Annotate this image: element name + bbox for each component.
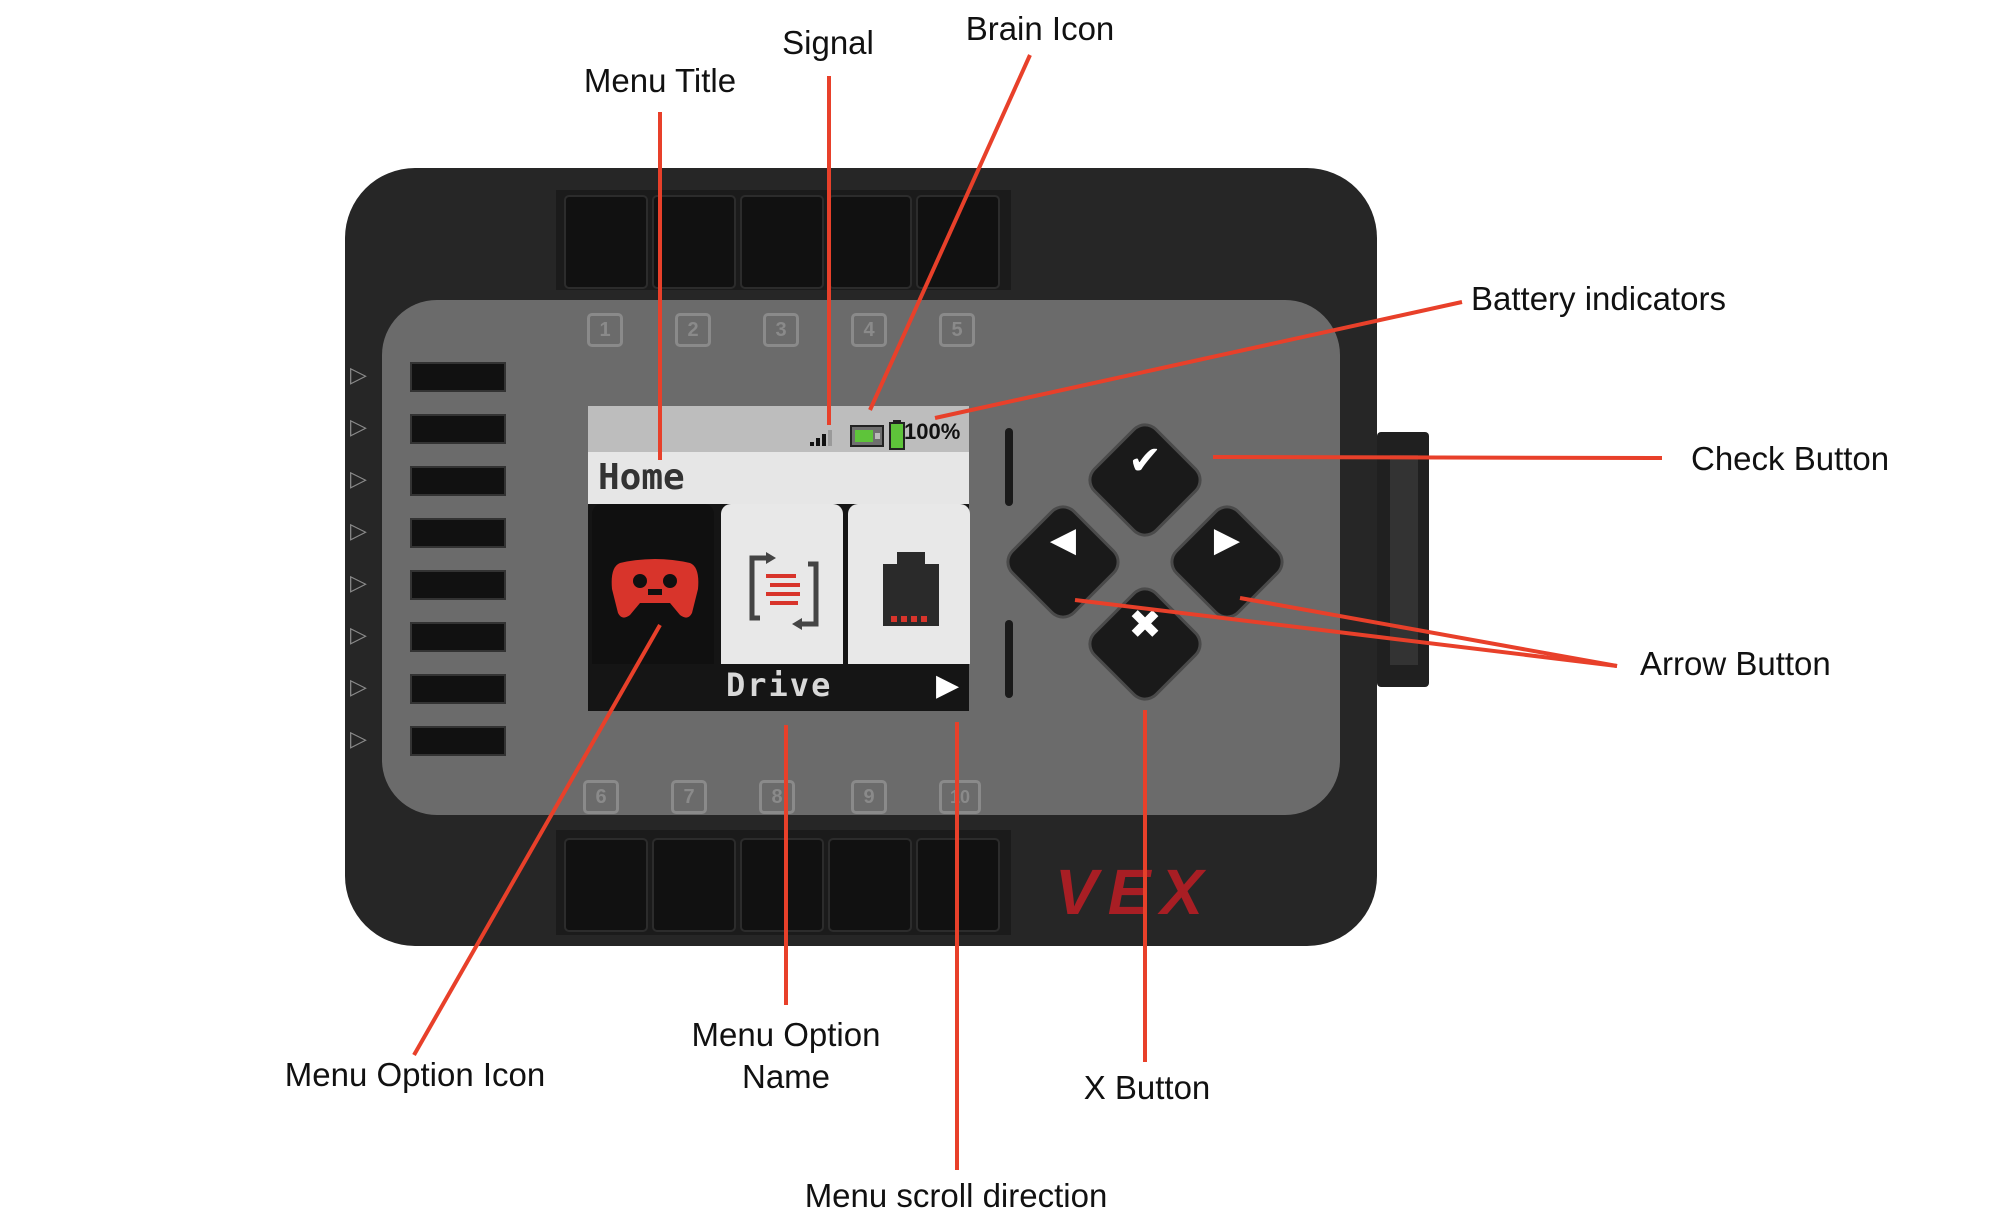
screen-side-bar [1005, 428, 1013, 506]
three-wire-port [410, 570, 506, 600]
callout-menu-title: Menu Title [583, 62, 737, 99]
screen-side-bar [1005, 620, 1013, 698]
port-arrow-icon: ▷ [350, 726, 367, 751]
scroll-right-icon[interactable]: ▶ [936, 669, 960, 702]
menu-title-bar [588, 452, 969, 504]
smart-port-8 [740, 838, 824, 932]
callout-menu-option-name-line2: Name [741, 1058, 831, 1095]
callout-menu-scroll-direction: Menu scroll direction [804, 1177, 1108, 1214]
device-port-icon [883, 552, 939, 626]
brain-icon [850, 425, 884, 447]
smart-port-1 [564, 195, 648, 289]
battery-connector-slot [1390, 455, 1418, 665]
port-number-5: 5 [939, 313, 975, 347]
port-arrow-icon: ▷ [350, 674, 367, 699]
callout-brain-icon: Brain Icon [965, 10, 1115, 47]
port-number-6: 6 [583, 780, 619, 814]
three-wire-port [410, 622, 506, 652]
status-bar [588, 406, 969, 452]
menu-title: Home [598, 457, 685, 498]
port-arrow-icon: ▷ [350, 466, 367, 491]
smart-port-10 [916, 838, 1000, 932]
port-number-2: 2 [675, 313, 711, 347]
three-wire-port [410, 362, 506, 392]
signal-icon [810, 430, 832, 446]
smart-port-4 [828, 195, 912, 289]
smart-port-2 [652, 195, 736, 289]
callout-x-button: X Button [1083, 1069, 1211, 1106]
three-wire-port [410, 518, 506, 548]
callout-battery-indicators: Battery indicators [1471, 280, 1726, 317]
three-wire-port [410, 674, 506, 704]
callout-arrow-button: Arrow Button [1640, 645, 1831, 682]
battery-percent: 100% [904, 419, 961, 444]
port-number-4: 4 [851, 313, 887, 347]
port-number-8: 8 [759, 780, 795, 814]
controller-icon [611, 559, 699, 618]
right-arrow-icon: ▶ [1213, 520, 1241, 560]
smart-port-5 [916, 195, 1000, 289]
port-arrow-icon: ▷ [350, 622, 367, 647]
x-icon: ✖ [1128, 602, 1162, 648]
vex-logo: VEX [1055, 856, 1214, 928]
smart-port-7 [652, 838, 736, 932]
callout-menu-option-name-line1: Menu Option [691, 1016, 881, 1053]
port-number-9: 9 [851, 780, 887, 814]
menu-option-name: Drive [726, 666, 833, 704]
battery-icon [889, 420, 905, 450]
port-number-3: 3 [763, 313, 799, 347]
port-number-7: 7 [671, 780, 707, 814]
callout-check-button: Check Button [1691, 440, 1890, 477]
port-number-1: 1 [587, 313, 623, 347]
smart-port-6 [564, 838, 648, 932]
port-arrow-icon: ▷ [350, 518, 367, 543]
swap-list-icon [749, 552, 819, 630]
three-wire-port [410, 466, 506, 496]
callout-menu-option-icon: Menu Option Icon [284, 1056, 546, 1093]
three-wire-port [410, 414, 506, 444]
port-number-10: 10 [939, 780, 981, 814]
left-arrow-icon: ◀ [1049, 520, 1077, 560]
smart-port-3 [740, 195, 824, 289]
port-arrow-icon: ▷ [350, 414, 367, 439]
port-arrow-icon: ▷ [350, 362, 367, 387]
check-icon: ✔ [1128, 438, 1162, 484]
smart-port-9 [828, 838, 912, 932]
three-wire-port [410, 726, 506, 756]
callout-signal: Signal [782, 24, 874, 61]
port-arrow-icon: ▷ [350, 570, 367, 595]
